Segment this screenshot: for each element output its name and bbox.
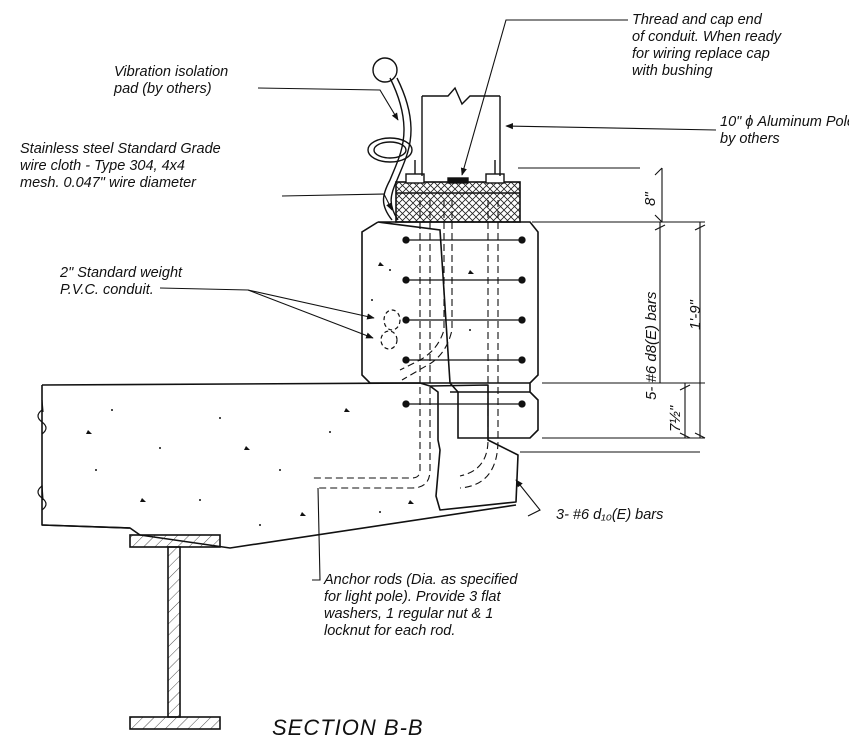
conduits <box>310 200 499 489</box>
slab-depth-dimension: 7½" <box>667 405 684 432</box>
fixture-globe-top <box>372 57 398 83</box>
concrete-aggregate <box>86 262 474 526</box>
pad-height-dimension: 8" <box>642 192 659 206</box>
barrier-height-dimension: 1'-9" <box>687 300 704 330</box>
wire-cloth-callout: Stainless steel Standard Grade wire clot… <box>20 141 221 191</box>
leader-lines <box>159 19 717 581</box>
pvc-conduit-callout: 2" Standard weight P.V.C. conduit. <box>60 265 183 298</box>
vibration-pad-callout: Vibration isolation pad (by others) <box>114 64 229 97</box>
section-title: SECTION B-B <box>272 715 424 740</box>
dimension-lines <box>518 167 706 453</box>
anchor-rods-callout: Anchor rods (Dia. as specified for light… <box>324 572 518 639</box>
concrete-barrier <box>361 221 539 439</box>
thread-cap-callout: Thread and cap end of conduit. When read… <box>632 12 782 79</box>
wire-cloth <box>367 57 413 221</box>
steel-girder <box>129 534 221 730</box>
anchor-nuts <box>405 160 505 184</box>
d8-bars <box>402 236 526 408</box>
isolation-pad <box>395 181 521 223</box>
break-marks <box>37 409 47 511</box>
d8-bars-dimension: 5- #6 d8(E) bars <box>643 291 660 400</box>
deck-slab <box>41 382 519 511</box>
aluminum-pole-callout: 10" ϕ Aluminum Pole by others <box>720 114 849 147</box>
aluminum-pole <box>421 86 501 176</box>
d10-bars-callout: 3- #6 d₁₀(E) bars <box>556 507 664 523</box>
conduit-ends <box>380 309 401 350</box>
